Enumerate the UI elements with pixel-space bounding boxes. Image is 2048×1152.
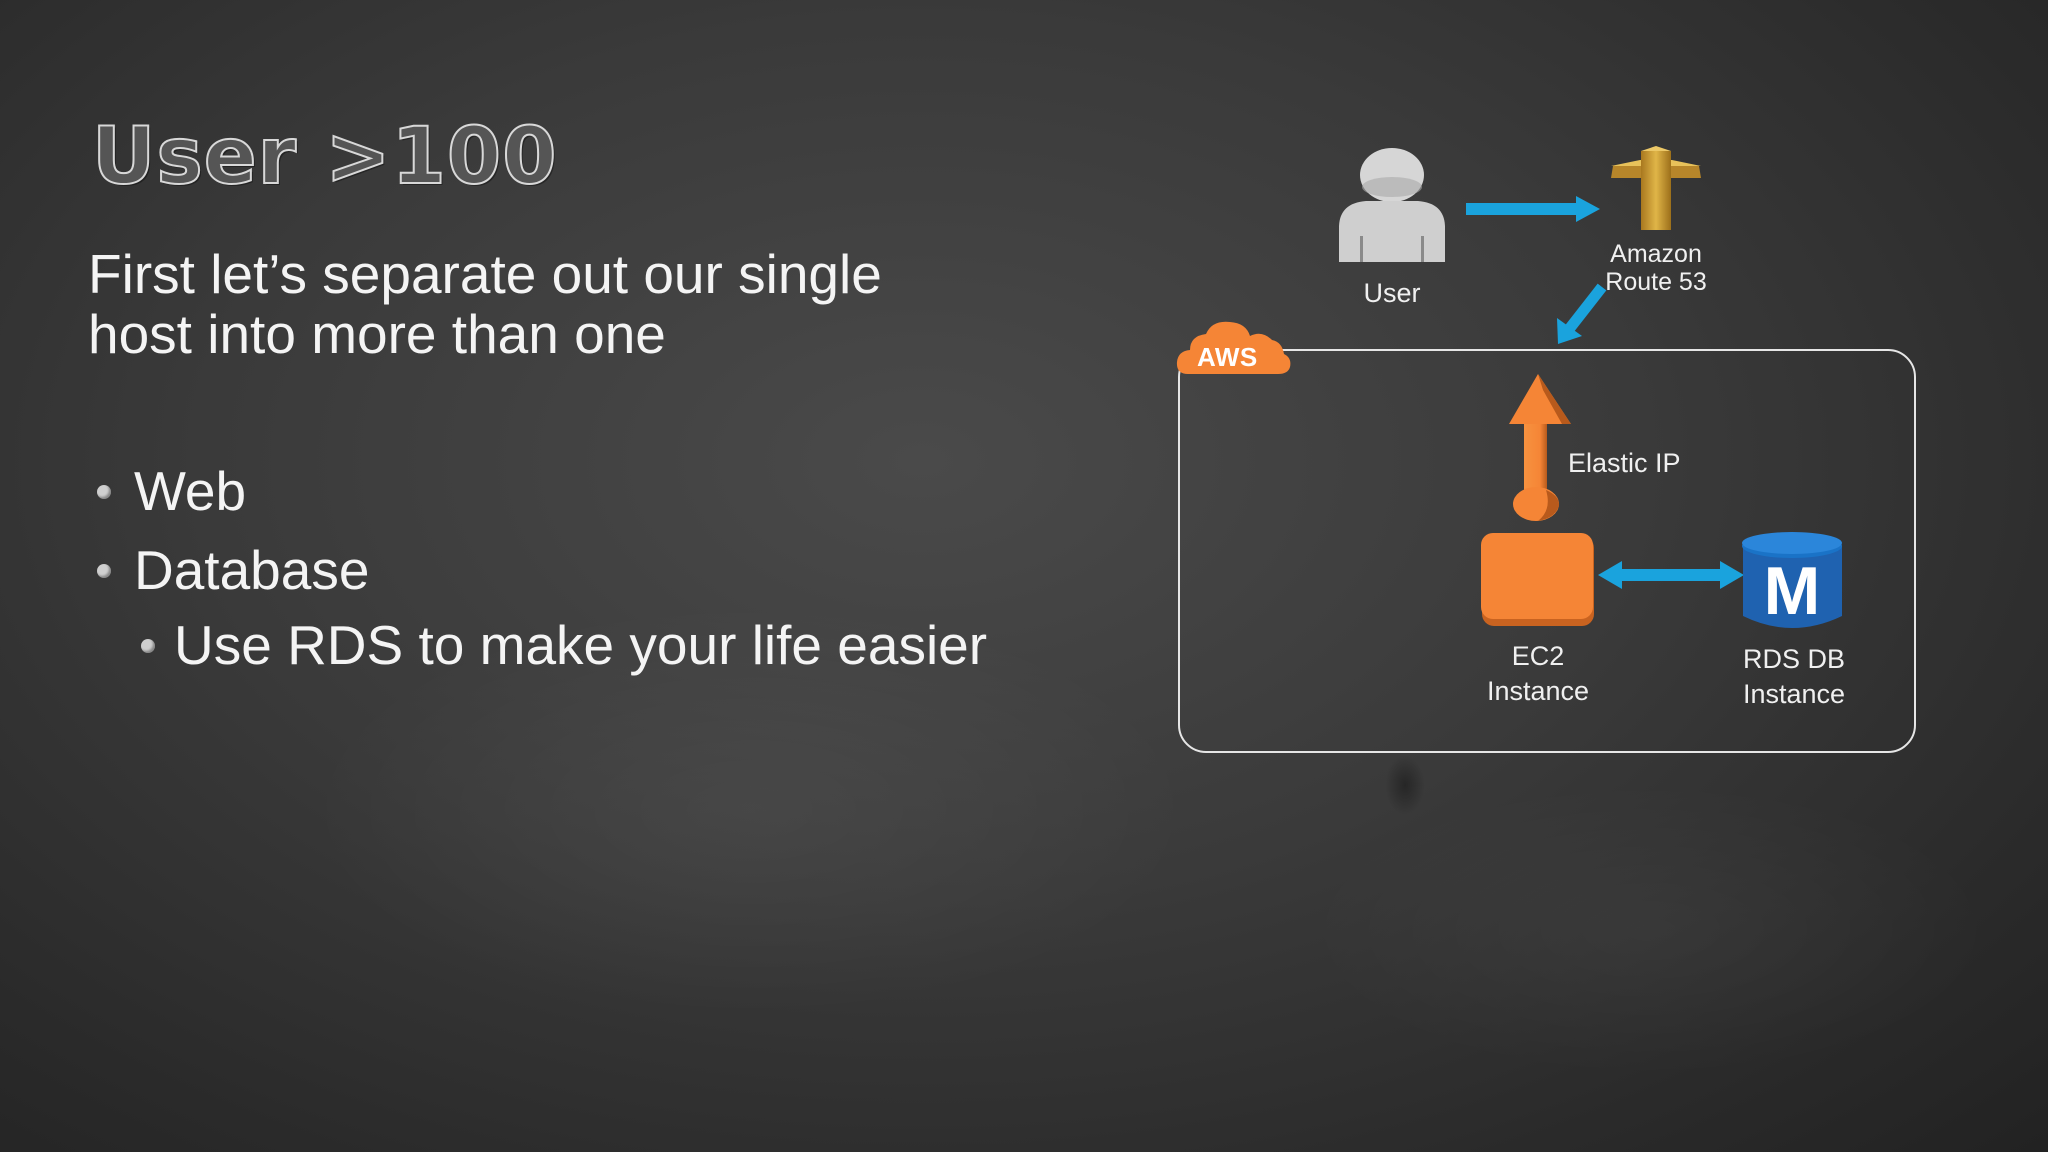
sub-bullet-item-rds: Use RDS to make your life easier (141, 614, 988, 676)
aws-cloud-boundary (1178, 349, 1916, 753)
route53-icon (1611, 146, 1701, 230)
bullet-dot-icon (97, 564, 111, 578)
bullet-text: Database (134, 539, 370, 601)
route53-label-line-2: Route 53 (1605, 268, 1707, 296)
bullet-dot-icon (97, 485, 111, 499)
chalk-smudge (1300, 780, 2000, 1080)
rds-label-line-2: Instance (1742, 679, 1846, 709)
bullet-text: Web (134, 460, 247, 522)
intro-line-2: host into more than one (88, 303, 666, 365)
rds-label: RDS DB Instance (1724, 642, 1864, 712)
ec2-label-line-2: Instance (1486, 676, 1590, 706)
user-to-route53-arrow (1466, 196, 1600, 222)
chalk-smudge (1385, 755, 1425, 815)
rds-label-line-1: RDS DB (1742, 644, 1845, 674)
user-icon (1339, 148, 1445, 262)
aws-cloud-icon (1176, 321, 1291, 374)
route53-label-line-1: Amazon (1610, 240, 1702, 268)
slide-title: User >100 (91, 112, 558, 202)
user-label: User (1363, 278, 1421, 308)
elastic-ip-label: Elastic IP (1568, 448, 1681, 478)
bullet-item-database: Database (97, 539, 370, 601)
aws-badge-label: AWS (1197, 342, 1258, 372)
intro-line-1: First let’s separate out our single (88, 243, 882, 305)
bullet-dot-icon (141, 639, 155, 653)
bullet-text: Use RDS to make your life easier (174, 614, 988, 676)
aws-badge: AWS (1174, 318, 1294, 378)
bullet-item-web: Web (97, 460, 247, 522)
ec2-label-line-1: EC2 (1511, 641, 1565, 671)
